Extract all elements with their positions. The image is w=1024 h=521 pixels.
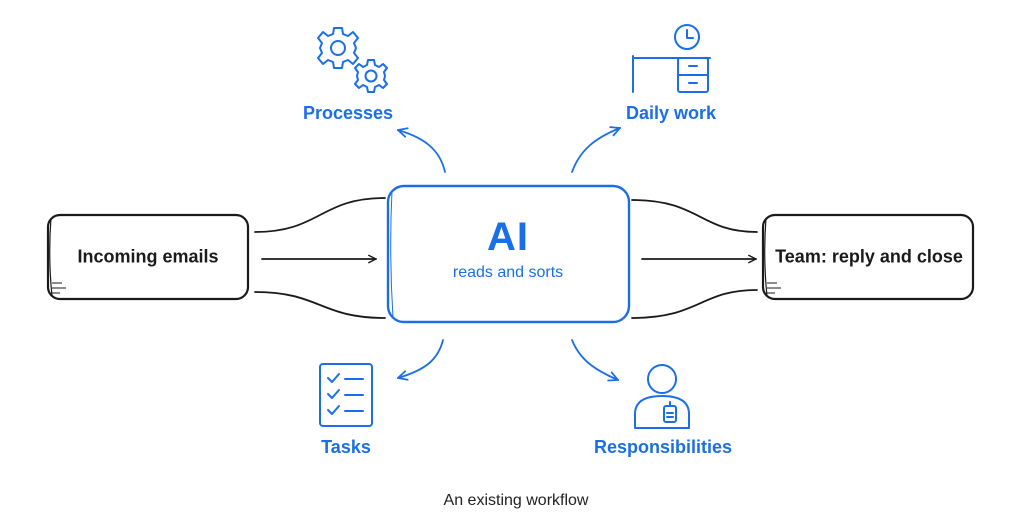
arrow-responsibilities — [571, 339, 618, 380]
arrow-processes — [398, 130, 446, 173]
incoming-emails-label: Incoming emails — [77, 246, 219, 267]
ai-box — [386, 184, 631, 324]
tasks-label: Tasks — [321, 437, 371, 457]
checklist-icon — [319, 363, 373, 427]
ai-subtitle: reads and sorts — [452, 264, 564, 281]
blue-arrows — [398, 128, 620, 380]
desk-clock-icon — [632, 24, 711, 93]
left-connectors — [254, 197, 386, 319]
ai-title: AI — [487, 215, 529, 259]
team-label: Team: reply and close — [775, 246, 963, 267]
right-connectors — [631, 199, 758, 319]
gears-icon — [317, 27, 388, 93]
team-box — [761, 213, 975, 301]
responsibilities-label: Responsibilities — [593, 437, 733, 457]
daily-work-label: Daily work — [625, 103, 717, 123]
processes-label: Processes — [302, 103, 394, 123]
caption: An existing workflow — [443, 492, 589, 509]
arrow-daily-work — [571, 128, 620, 173]
incoming-emails-box — [46, 213, 250, 301]
arrow-tasks — [398, 339, 444, 378]
person-badge-icon — [634, 364, 690, 429]
